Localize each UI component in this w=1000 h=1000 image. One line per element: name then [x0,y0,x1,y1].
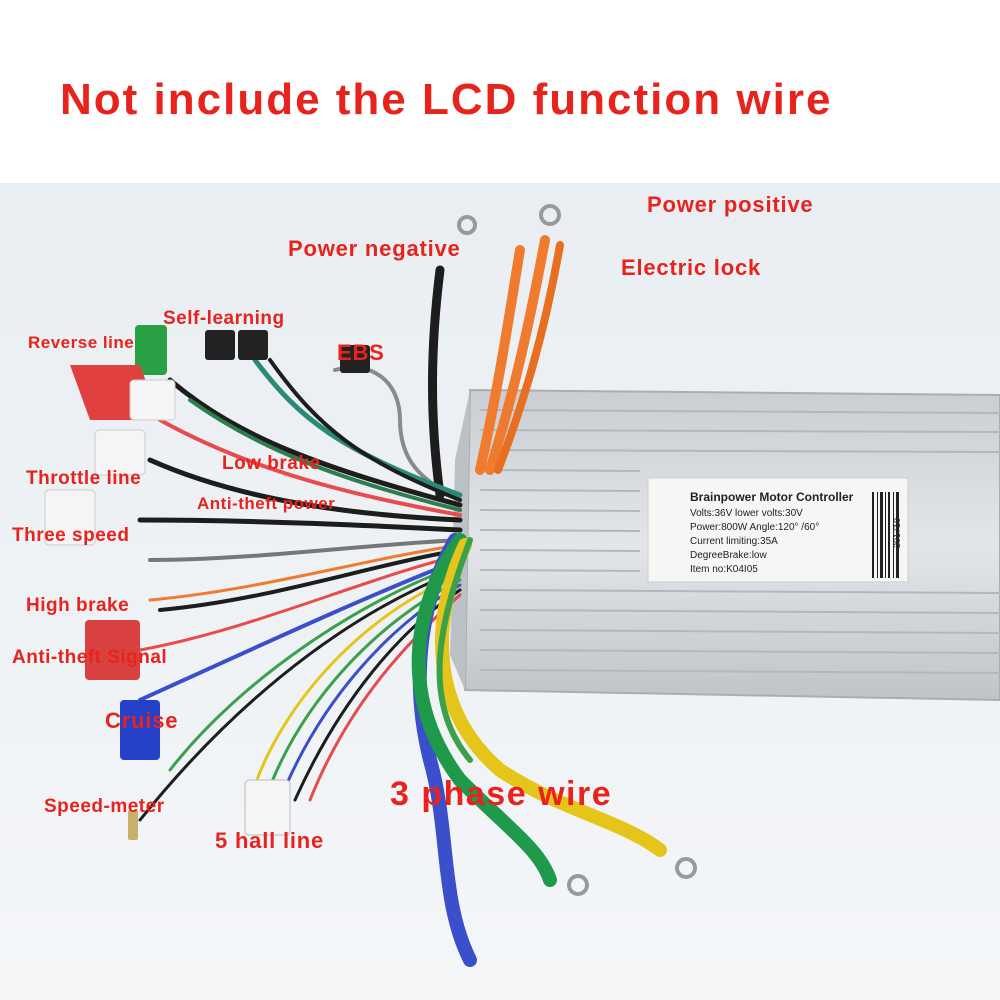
wire-bundle [137,235,564,822]
label-hall-line: 5 hall line [215,828,325,853]
reverse-connector [135,325,167,375]
ring-terminal-negative [457,215,477,235]
sticker-power: Power:800W Angle:120° /60° [690,522,820,533]
barcode [872,492,899,578]
sticker-brand: Brainpower Motor Controller [690,490,854,504]
label-electric-lock: Electric lock [621,255,762,280]
ring-terminal-positive [539,204,561,226]
sticker-degree: DegreeBrake:low [690,550,767,561]
sticker-code: 201710 [892,517,902,548]
label-ebs: EBS [337,340,385,365]
label-three-phase: 3 phase wire [390,775,613,813]
anti-theft-connector [85,620,140,680]
label-reverse-line: Reverse line [28,333,135,352]
ebs-connector [340,345,370,373]
label-anti-theft-signal: Anti-theft Signal [12,647,168,668]
sticker-volts: Volts:36V lower volts:30V [690,508,803,519]
connectors [44,204,697,896]
ring-terminal-phase [567,874,589,896]
label-power-negative: Power negative [288,236,461,261]
sticker [647,477,909,583]
white-connector [129,379,176,421]
label-low-brake: Low brake [222,453,321,474]
self-learning-connector [205,330,235,360]
cruise-connector [120,700,160,760]
label-cruise: Cruise [105,708,179,733]
hall-connector [244,779,291,836]
label-three-speed: Three speed [12,525,130,546]
label-anti-theft-power: Anti-theft power [197,494,336,513]
label-throttle-line: Throttle line [26,468,142,489]
label-high-brake: High brake [26,595,130,616]
label-power-positive: Power positive [647,192,814,217]
sticker-current: Current limiting:35A [690,536,778,547]
label-speed-meter: Speed-meter [44,796,165,817]
page-title: Not include the LCD function wire [60,75,833,124]
speed-meter-terminal [128,810,138,840]
throttle-connector [44,489,96,546]
three-phase-wires [411,533,667,967]
controller-housing [450,388,1000,702]
label-self-learning: Self-learning [163,308,285,329]
sticker-item: Item no:K04I05 [690,564,758,575]
